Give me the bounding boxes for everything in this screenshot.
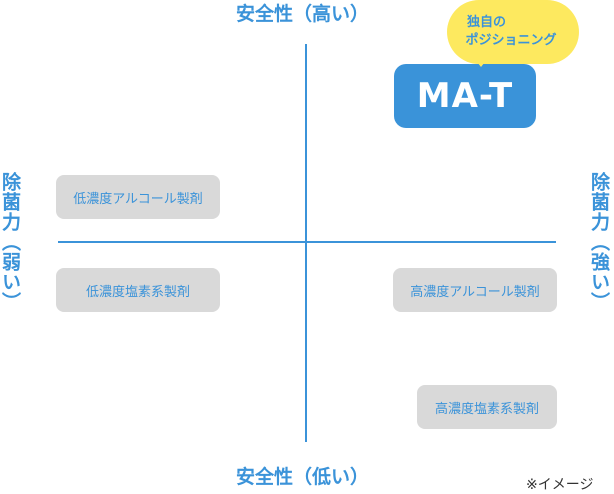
bubble-line-2: ポジショニング [465, 33, 557, 48]
footnote: ※イメージ [526, 477, 594, 493]
item-low-alcohol: 低濃度アルコール製剤 [56, 175, 220, 219]
brand-box: MA-T [394, 64, 536, 128]
item-label: 低濃度塩素系製剤 [85, 284, 190, 300]
vertical-axis [305, 44, 307, 442]
item-label: 低濃度アルコール製剤 [73, 191, 203, 207]
speech-bubble: 独自の ポジショニング [447, 0, 579, 64]
item-high-alcohol: 高濃度アルコール製剤 [393, 268, 557, 312]
item-low-chlorine: 低濃度塩素系製剤 [56, 268, 220, 312]
item-label: 高濃度塩素系製剤 [434, 401, 539, 417]
horizontal-axis [58, 241, 556, 243]
item-high-chlorine: 高濃度塩素系製剤 [417, 385, 557, 429]
item-label: 高濃度アルコール製剤 [410, 284, 540, 300]
axis-label-right: 除菌力（強い） [588, 172, 610, 312]
axis-label-bottom: 安全性（低い） [236, 466, 370, 488]
axis-label-left: 除菌力（弱い） [0, 172, 21, 312]
axis-label-top: 安全性（高い） [236, 3, 370, 25]
brand-name: MA-T [416, 76, 514, 116]
bubble-line-1: 独自の [467, 15, 507, 31]
